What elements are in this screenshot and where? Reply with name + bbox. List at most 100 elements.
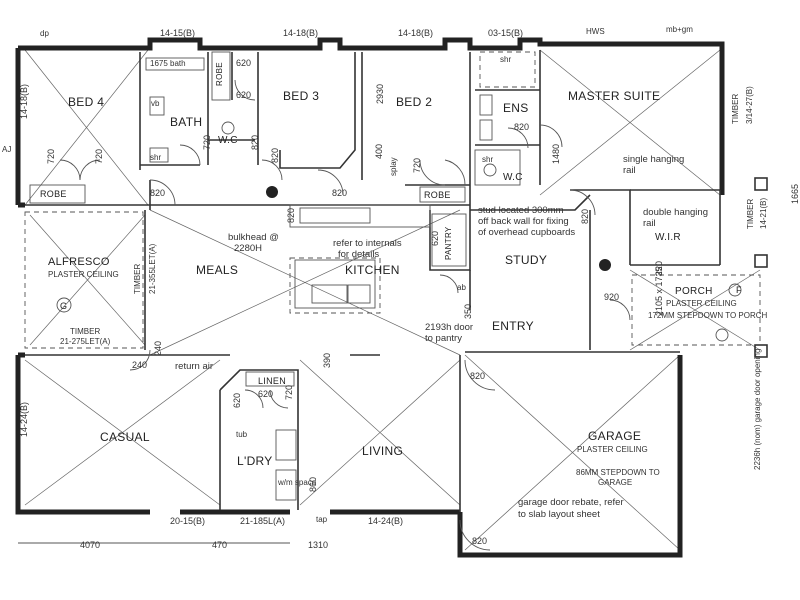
dim-720c: 720 [202,135,212,150]
dim-620a: 620 [236,58,251,68]
dim-820c: 820 [270,148,280,163]
dim-720e: 720 [284,385,294,400]
room-ldry: L'DRY [237,454,273,468]
note-single-rail-1: single hanging [623,154,684,165]
note-garage-door: 2236h (nom) garage door opening [753,349,762,470]
dim-620b: 620 [236,90,251,100]
dim-left-2: 14-24(B) [19,402,29,437]
room-bed3: BED 3 [283,89,319,103]
dim-2930: 2930 [375,84,385,104]
note-pantry-door-1: 2193h door [425,322,473,333]
note-f-symbol: F [736,285,742,295]
room-garage: GARAGE [588,429,641,443]
note-porch-ceiling: PLASTER CEILING [666,299,737,308]
note-shr-2: shr [500,55,511,64]
room-robe-1: ROBE [40,189,67,199]
room-bed2: BED 2 [396,95,432,109]
dim-2105: 2105 x 1735 [654,266,664,316]
note-bulkhead-2: 2280H [234,243,262,254]
dim-bottom-4070: 4070 [80,540,100,550]
dim-720a: 720 [46,149,56,164]
dim-620d: 620 [232,393,242,408]
dim-820i: 820 [472,536,487,546]
note-g-symbol: G [60,301,67,311]
room-wir: W.I.R [655,232,681,243]
dim-400: 400 [374,144,384,159]
dim-820e: 820 [514,122,529,132]
note-stud-1: stud located 300mm [478,205,564,216]
note-single-rail-2: rail [623,165,636,176]
dim-bottom-1: 20-15(B) [170,516,205,526]
dim-240a: 240 [132,360,147,370]
room-wc-1: W.C [218,135,238,146]
note-timber-alfresco-4: 21-275LET(A) [60,337,111,346]
room-kitchen: KITCHEN [345,263,400,277]
note-garage-rebate-2: to slab layout sheet [518,509,600,520]
dim-bottom-3: 14-24(B) [368,516,403,526]
dim-820b: 820 [250,135,260,150]
note-bath-1675: 1675 bath [150,59,186,68]
note-timber-alfresco: TIMBER [133,264,142,294]
room-bath: BATH [170,115,202,129]
dim-left-1: 14-18(B) [19,84,29,119]
note-pantry-door-2: to pantry [425,333,462,344]
dim-top-3: 14-18(B) [398,28,433,38]
note-garage-ceiling: PLASTER CEILING [577,445,648,454]
note-bulkhead-1: bulkhead @ [228,232,279,243]
dashed-outlines [24,51,761,349]
dim-top-2: 14-18(B) [283,28,318,38]
note-garage-stepdown-1: 86MM STEPDOWN TO [576,468,660,477]
note-timber-master-2: 3/14-27(B) [745,86,754,124]
note-internals-1: refer to internals [333,238,402,249]
door-swings [59,79,631,551]
room-master-suite: MASTER SUITE [568,89,660,103]
dim-bottom-2: 21-185L(A) [240,516,285,526]
dim-top-1: 14-15(B) [160,28,195,38]
room-pantry: PANTRY [444,226,453,260]
room-wc-2: W.C [503,172,523,183]
note-timber-master: TIMBER [731,94,740,124]
room-entry: ENTRY [492,319,534,333]
note-mb-gm: mb+gm [666,25,693,34]
note-garage-rebate-1: garage door rebate, refer [518,497,624,508]
dim-820h: 820 [470,371,485,381]
dim-820a: 820 [150,188,165,198]
dim-820f: 820 [286,208,296,223]
dim-top-4: 03-15(B) [488,28,523,38]
outer-walls [15,37,725,558]
note-garage-stepdown-2: GARAGE [598,478,632,487]
room-casual: CASUAL [100,430,150,444]
note-wm-space: w/m space [277,478,317,487]
note-dp: dp [40,29,49,38]
note-tub: tub [236,430,248,439]
room-porch: PORCH [675,286,713,297]
dim-bottom-470: 470 [212,540,227,550]
note-stud-2: off back wall for fixing [478,216,569,227]
dim-720b: 720 [94,149,104,164]
dim-220: 220 [654,261,664,276]
note-ab: ab [457,283,466,292]
dim-bottom-1310: 1310 [308,540,328,550]
note-return-air: return air [175,361,213,372]
note-internals-2: for details [338,249,379,260]
note-double-rail-2: rail [643,218,656,229]
note-tap: tap [316,515,328,524]
dim-350: 350 [463,304,473,319]
room-alfresco: ALFRESCO [48,256,110,268]
room-meals: MEALS [196,263,238,277]
room-bed4: BED 4 [68,95,104,109]
fixtures [29,51,768,501]
room-ens: ENS [503,101,529,115]
note-aj: AJ [2,145,11,154]
dim-860: 860 [308,477,318,492]
dim-920: 920 [604,292,619,302]
dim-240b: 240 [153,341,163,356]
note-vb: vb [151,99,160,108]
dim-720d: 720 [412,158,422,173]
dim-1480: 1480 [551,144,561,164]
note-timber-alfresco-2: 21-355LET(A) [148,243,157,294]
note-alfresco-ceiling: PLASTER CEILING [48,270,119,279]
note-timber-wir-2: 14-21(B) [759,198,768,229]
note-timber-wir: TIMBER [746,199,755,229]
